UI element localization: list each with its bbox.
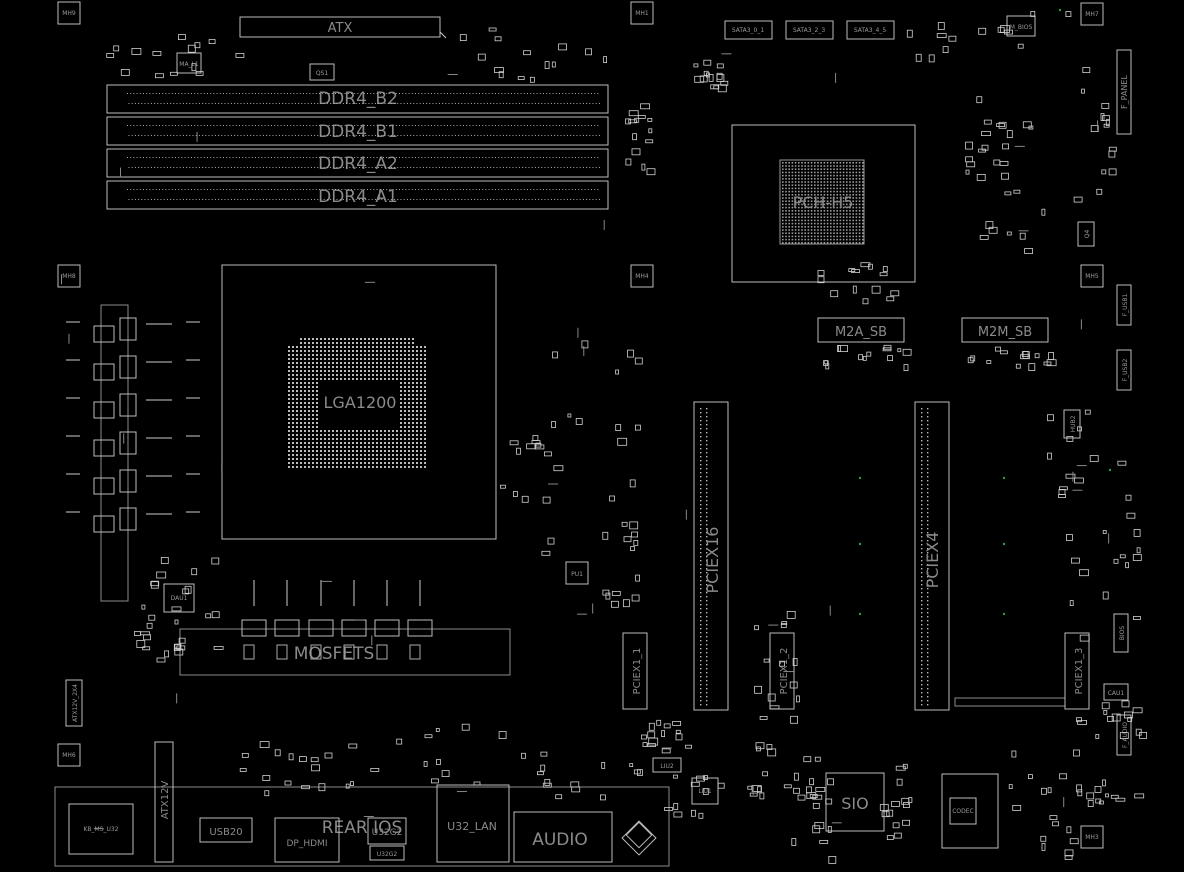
pciex1-1-label: PCIEX1_1 (632, 648, 643, 695)
dp-hdmi-label: DP_HDMI (287, 839, 328, 849)
cpu-socket: LGA1200 (221, 264, 497, 540)
m2m-socket: M2M_SB (961, 317, 1049, 343)
passive-components (61, 11, 1147, 864)
dimm-slot-a1: DDR4_A1 (106, 180, 609, 210)
pcie-x1-slot-1: PCIEX1_1 (622, 632, 648, 710)
u32-lan-label: U32_LAN (447, 820, 497, 833)
mh9-label: MH9 (62, 10, 76, 17)
rear-io-area: REAR IOS KB_MS_U32 USB20 DP_HDMI U32G2 U… (54, 784, 670, 867)
mh6-label: MH6 (62, 752, 76, 759)
dau1-label: DAU1 (171, 595, 188, 602)
cpu-socket-label: LGA1200 (324, 393, 397, 412)
pcie-x16-pins (700, 408, 708, 706)
sio-label: SIO (841, 794, 868, 813)
dimm-slot-b1: DDR4_B1 (106, 116, 609, 146)
front-panel-header: F_PANEL (1116, 49, 1132, 135)
f-usb2-label: F_USB2 (1122, 359, 1129, 382)
m2a-socket: M2A_SB (817, 317, 905, 343)
qs1-label: QS1 (316, 70, 329, 77)
bios-label: BIOS (1119, 626, 1126, 641)
qs1-chip: QS1 (309, 63, 335, 81)
pcie-x4-slot: PCIEX4 (914, 401, 1066, 711)
pu1-label: PU1 (571, 571, 583, 578)
pch-chipset: PCH-H5 (731, 124, 916, 283)
left-vrm-parts (66, 317, 200, 533)
left-vrm-column (66, 304, 200, 602)
cau1-label: CAU1 (1108, 690, 1125, 697)
m2m-label: M2M_SB (978, 325, 1032, 340)
pcie-x16-slot: PCIEX16 (693, 401, 729, 711)
hub2-chip: HUB2 (1063, 409, 1081, 439)
pch-label: PCH-H5 (793, 193, 854, 212)
pciex16-label: PCIEX16 (703, 527, 722, 594)
mh3-label: MH3 (1085, 834, 1099, 841)
f-audio-label: F_AUDIO (1122, 722, 1129, 748)
audio-label: AUDIO (532, 830, 588, 850)
pu1-chip: PU1 (565, 561, 589, 585)
f-usb1-label: F_USB1 (1122, 294, 1129, 317)
mh4-label: MH4 (635, 273, 649, 280)
pciex1-3-label: PCIEX1_3 (1074, 648, 1085, 695)
dau1-chip: DAU1 (163, 583, 195, 613)
liu1-label: LIU1 (698, 788, 712, 795)
front-usb1-header: F_USB1 (1116, 284, 1132, 326)
pch-ball-grid (782, 162, 864, 244)
mh5-label: MH5 (1085, 273, 1099, 280)
atx12v-2x4-connector: ATX12V_2X4 (65, 679, 83, 727)
tpm-chip (625, 821, 653, 849)
pciex4-label: PCIEX4 (923, 532, 942, 589)
atx-connector: ATX (239, 16, 447, 39)
via-markers (858, 8, 1112, 616)
dimm-a2-label: DDR4_A2 (318, 154, 398, 174)
cpu-socket-pad-array (288, 338, 426, 468)
pciex1-2-label: PCIEX1_2 (779, 648, 790, 695)
rear-ios-label: REAR IOS (322, 818, 403, 838)
kb-ms-label: KB_MS_U32 (83, 826, 118, 833)
bios-chip: BIOS (1113, 613, 1129, 653)
mh1-label: MH1 (635, 10, 649, 17)
pcie-x1-slot-2: PCIEX1_2 (769, 632, 795, 710)
q4-chip: Q4 (1077, 221, 1095, 247)
dimm-slot-a2: DDR4_A2 (106, 148, 609, 178)
u32g2-b-label: U32G2 (377, 851, 398, 858)
dimm-a1-label: DDR4_A1 (318, 187, 398, 207)
sata01-label: SATA3_0_1 (732, 27, 764, 34)
atx12v-2x4-label: ATX12V_2X4 (72, 684, 79, 722)
ma-l1-chip: MA_L1 (176, 52, 202, 74)
mosfet-chokes (241, 580, 433, 660)
q4-label: Q4 (1084, 230, 1091, 239)
codec-chip: CODEC (941, 773, 999, 849)
m-bios-label: M_BIOS (1010, 24, 1033, 31)
cau1-chip: CAU1 (1103, 683, 1129, 701)
mh8-label: MH8 (62, 273, 76, 280)
mosfets-area: MOSFETS (179, 580, 511, 676)
dimm-b2-label: DDR4_B2 (318, 89, 398, 109)
ma-l1-label: MA_L1 (179, 61, 199, 68)
hub2-label: HUB2 (1070, 415, 1077, 432)
sata-connectors: SATA3_0_1 SATA3_2_3 SATA3_4_5 (724, 20, 895, 40)
atx-label: ATX (328, 21, 353, 36)
mh-holes: MH9 MH8 MH6 MH1 MH4 MH7 MH5 MH3 (57, 1, 1104, 849)
sata23-label: SATA3_2_3 (793, 27, 825, 34)
liu2-label: LIU2 (660, 763, 674, 770)
usb20-label: USB20 (209, 827, 242, 838)
mosfets-label: MOSFETS (294, 644, 375, 664)
mh7-label: MH7 (1085, 11, 1099, 18)
liu2-chip: LIU2 (652, 757, 682, 773)
dimm-b1-label: DDR4_B1 (318, 122, 398, 142)
atx12v-label: ATX12V (160, 781, 171, 820)
dimm-slot-b2: DDR4_B2 (106, 84, 609, 114)
sata45-label: SATA3_4_5 (854, 27, 886, 34)
liu1-chip: LIU1 (691, 777, 719, 805)
codec-label: CODEC (952, 808, 974, 815)
atx12v-connector: ATX12V (154, 741, 174, 863)
u32g2-label: U32G2 (372, 828, 403, 838)
pcie-x1-slot-3: PCIEX1_3 (1064, 632, 1090, 710)
m2a-label: M2A_SB (835, 325, 887, 340)
pcie-x4-pins (921, 408, 929, 706)
front-audio-header: F_AUDIO (1116, 714, 1132, 756)
f-panel-label: F_PANEL (1120, 75, 1129, 109)
front-usb2-header: F_USB2 (1116, 349, 1132, 391)
